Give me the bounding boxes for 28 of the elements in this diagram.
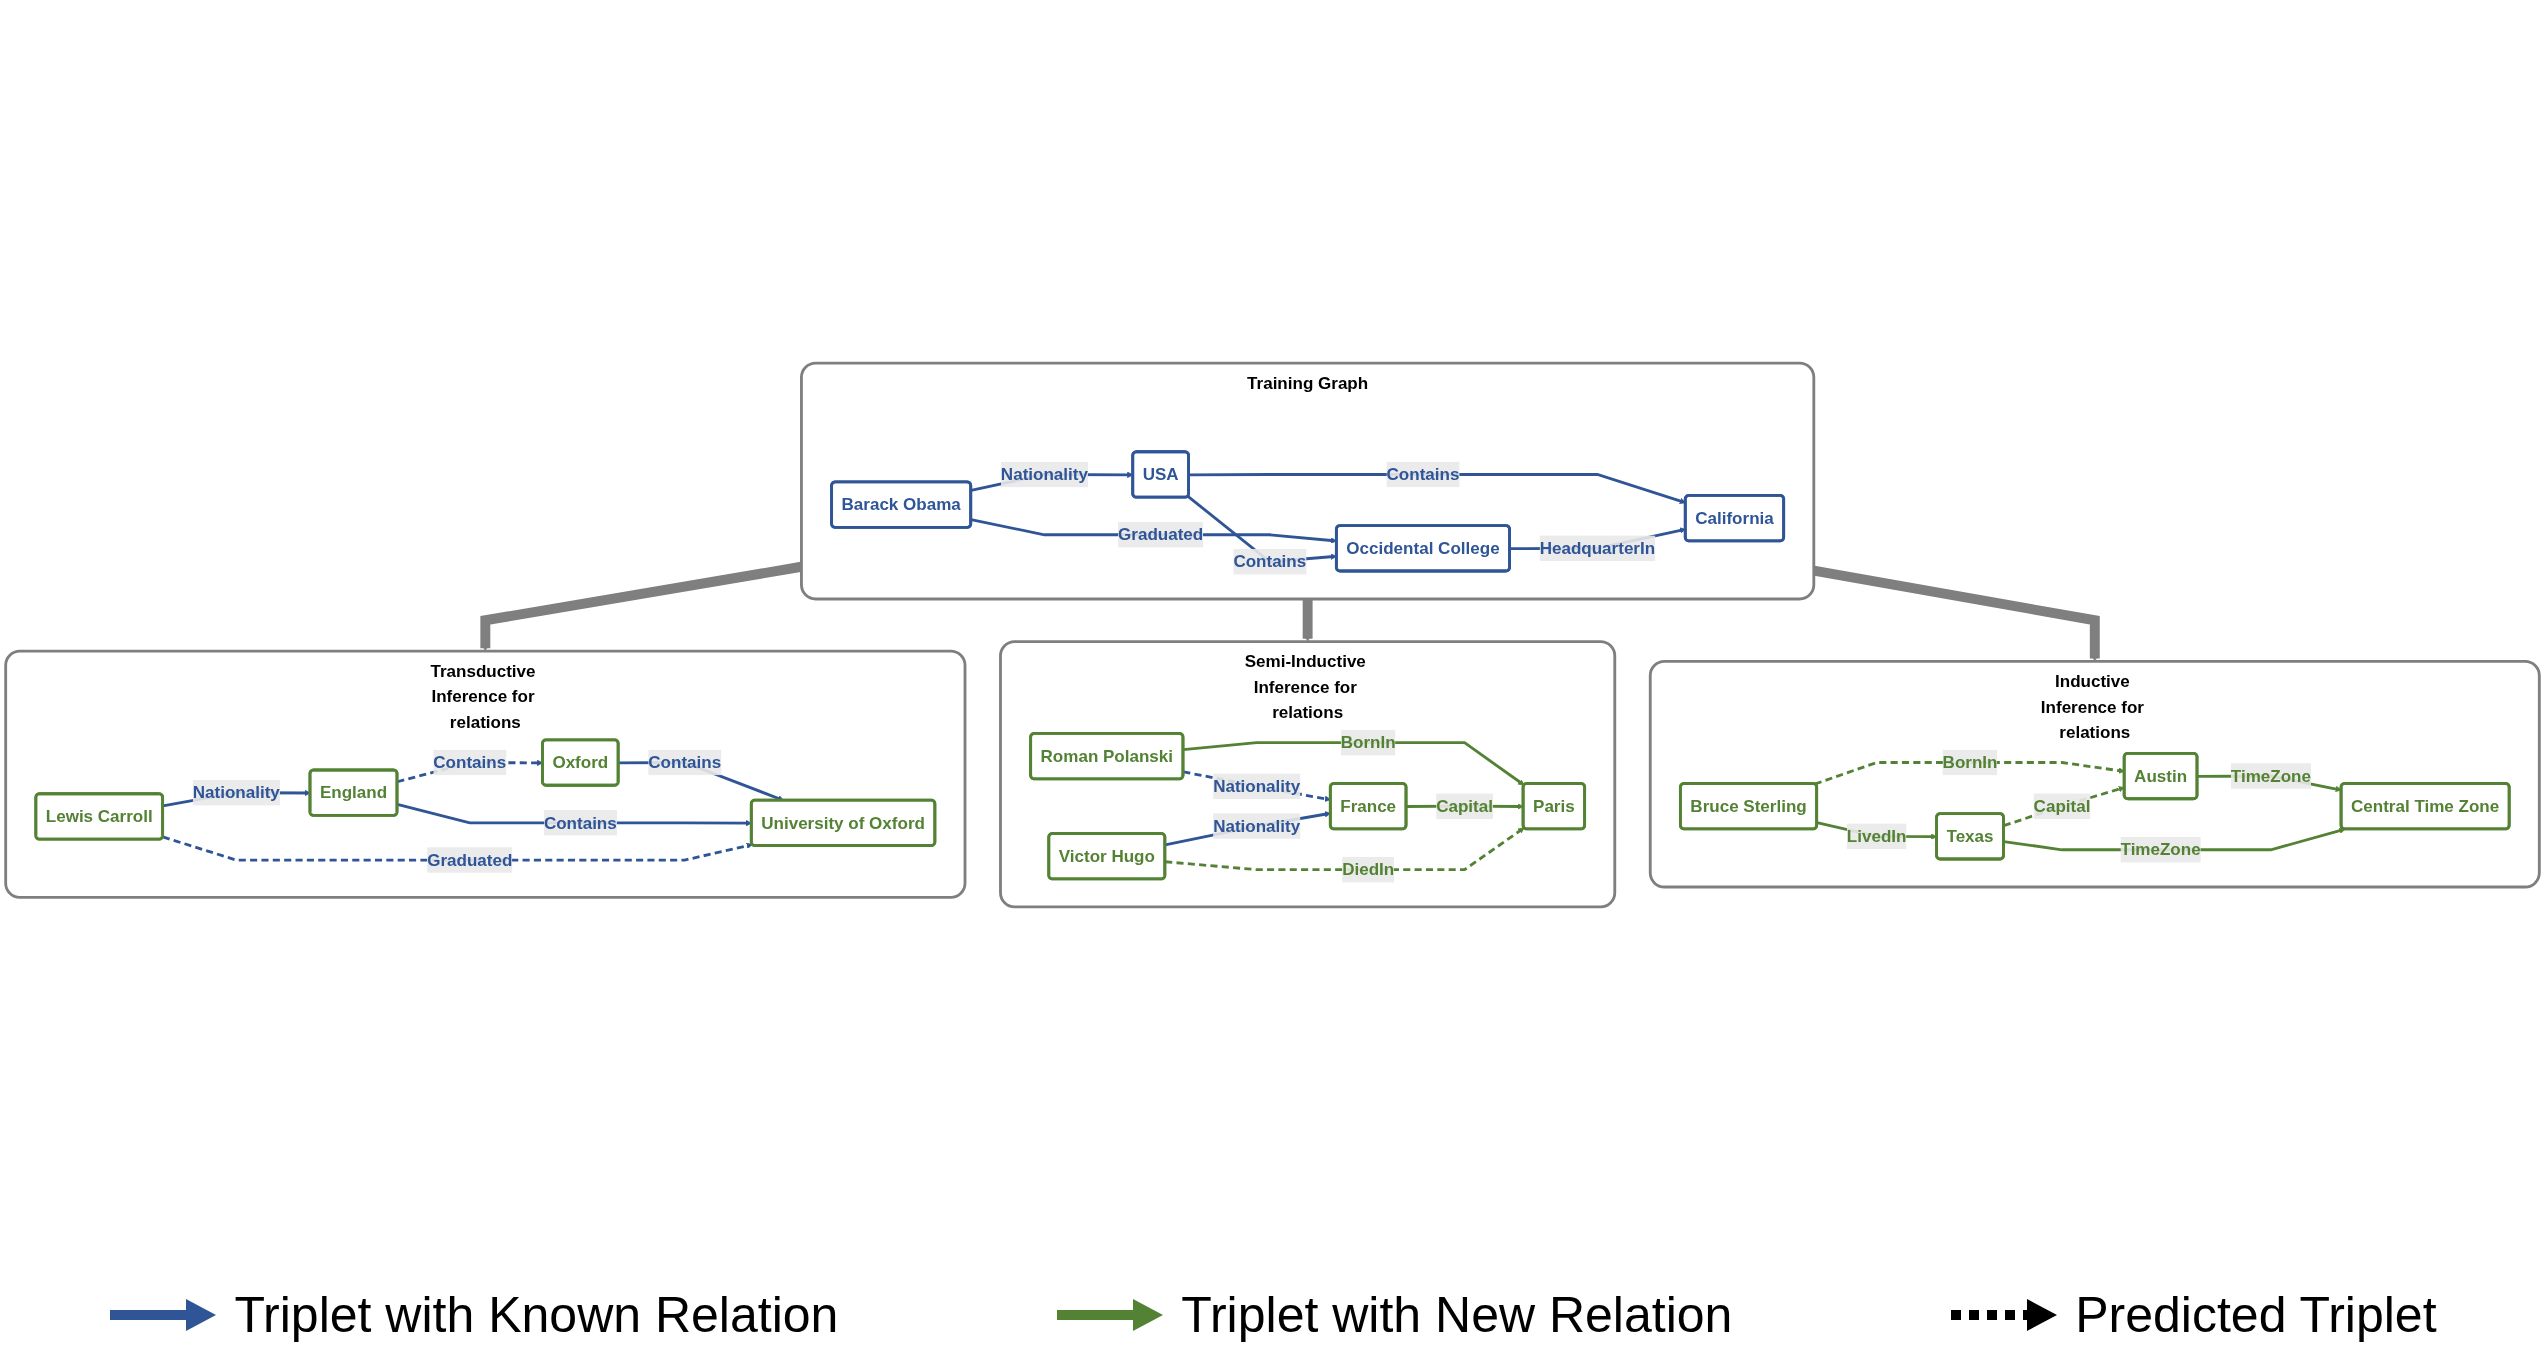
edge-label: BornIn [1340,732,1396,752]
edge-label: Contains [648,752,722,772]
edge-label: Nationality [1213,776,1301,796]
edge-label: Capital [1436,796,1493,816]
arrow [2003,786,2125,828]
arrow [1302,599,1313,642]
arrow [1165,827,1525,872]
legend-label: Triplet with New Relation [1181,1286,1733,1344]
edge-label: Nationality [1213,816,1301,836]
legend-label: Predicted Triplet [2075,1286,2437,1344]
legend-label: Triplet with Known Relation [234,1286,839,1344]
edge-label: Contains [1233,551,1307,571]
edge-label: BornIn [1942,752,1998,772]
edge-label: TimeZone [2120,839,2201,860]
edge-label: Graduated [1118,524,1204,545]
edge-label: Capital [2033,796,2091,816]
edge-label: HeadquarterIn [1539,538,1656,558]
edge-label: Nationality [192,782,280,802]
edge-label: LivedIn [1846,826,1907,846]
edge-label: Contains [543,812,617,833]
edge-label: Graduated [427,850,513,870]
edge-label: Contains [433,752,507,772]
edge-label: Contains [1386,464,1460,484]
arrow [1183,770,1331,802]
edge-label: Nationality [1000,464,1088,484]
edge-label: TimeZone [2230,766,2311,786]
edge-label: DiedIn [1342,859,1395,879]
arrow [1164,811,1331,847]
